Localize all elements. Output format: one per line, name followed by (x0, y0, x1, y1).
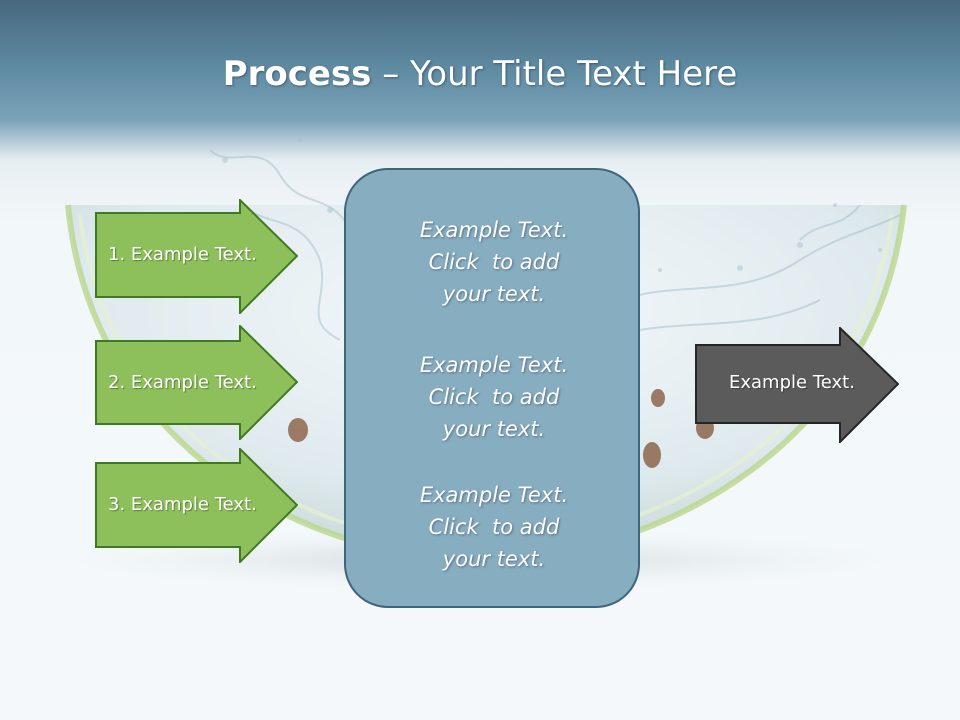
dark-arrow-shape (695, 325, 900, 445)
center-item-1-line1: Example Text. (419, 218, 569, 242)
center-item-2: Example Text. Click to add your text. (346, 349, 642, 445)
center-item-2-line1: Example Text. (419, 353, 569, 377)
left-arrow-2-label: 2. Example Text. (108, 372, 257, 393)
green-arrow-shape (95, 446, 299, 565)
left-arrow-3[interactable]: 3. Example Text. (95, 446, 299, 565)
green-arrow-shape (95, 197, 299, 316)
slide-title: Process – Your Title Text Here (0, 52, 960, 96)
green-arrow-shape (95, 323, 299, 442)
center-item-3-line3: your text. (442, 547, 546, 571)
center-item-2-line3: your text. (442, 417, 546, 441)
center-content-box[interactable]: Example Text. Click to add your text. Ex… (344, 168, 640, 608)
center-item-3-line2: Click to add (428, 515, 560, 539)
title-bold: Process (222, 54, 372, 94)
center-item-3: Example Text. Click to add your text. (346, 479, 642, 575)
center-item-1: Example Text. Click to add your text. (346, 214, 642, 310)
right-arrow[interactable]: Example Text. (695, 325, 900, 445)
title-rest: – Your Title Text Here (371, 54, 738, 94)
right-arrow-label: Example Text. (729, 372, 855, 393)
left-arrow-3-label: 3. Example Text. (108, 494, 257, 515)
center-item-2-line2: Click to add (428, 385, 560, 409)
left-arrow-1[interactable]: 1. Example Text. (95, 197, 299, 316)
center-item-3-line1: Example Text. (419, 483, 569, 507)
left-arrow-2[interactable]: 2. Example Text. (95, 323, 299, 442)
center-item-1-line3: your text. (442, 282, 546, 306)
center-item-1-line2: Click to add (428, 250, 560, 274)
left-arrow-1-label: 1. Example Text. (108, 244, 257, 265)
